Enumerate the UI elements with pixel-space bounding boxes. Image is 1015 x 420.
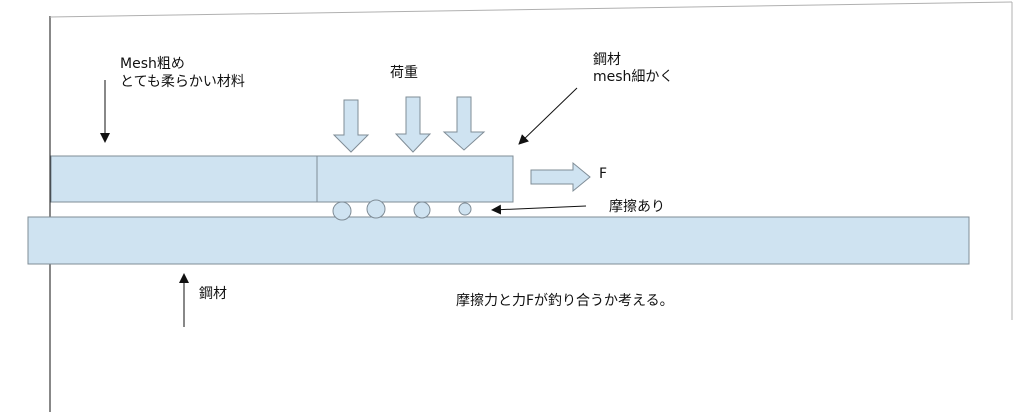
- load-arrow-2: [394, 96, 432, 153]
- top-diagonal-line: [49, 1, 1013, 18]
- steel-top-label-line1: 鋼材: [593, 52, 621, 68]
- roller-4: [458, 202, 472, 216]
- steel-bottom-plate: [27, 216, 970, 265]
- steel-bottom-label: 鋼材: [199, 286, 227, 302]
- force-label: F: [599, 166, 608, 182]
- soft-material-block: [50, 155, 318, 203]
- force-arrow: [530, 161, 591, 193]
- steel-top-label-line2: mesh細かく: [593, 69, 674, 85]
- load-label: 荷重: [390, 65, 418, 81]
- roller-3: [413, 201, 431, 219]
- roller-2: [366, 199, 386, 219]
- load-arrow-1: [332, 99, 370, 153]
- soft-material-label-line1: Mesh粗め: [120, 56, 185, 72]
- friction-pointer-arrow: [491, 204, 587, 215]
- soft-material-label-line2: とても柔らかい材料: [120, 74, 245, 90]
- roller-1: [332, 201, 352, 221]
- note-text: 摩擦力と力Fが釣り合うか考える。: [456, 293, 674, 309]
- load-arrow-3: [442, 96, 486, 151]
- steel-top-block: [316, 155, 514, 203]
- steel-top-pointer-arrow: [518, 87, 578, 145]
- friction-label: 摩擦あり: [609, 199, 665, 215]
